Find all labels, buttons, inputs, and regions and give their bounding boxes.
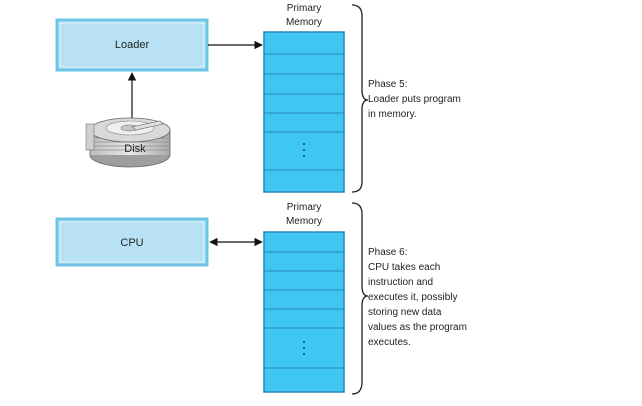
phase6-group: CPU Primary Memory Phase 6: CPU takes ea… (55, 202, 467, 395)
loader-box: Loader (55, 18, 209, 72)
phase6-brace (351, 202, 369, 395)
disk-icon: Disk (85, 117, 171, 168)
ellipsis-icon (303, 341, 305, 355)
loader-label: Loader (115, 39, 150, 51)
primary-memory-column (263, 231, 345, 393)
phase5-group: Loader Disk Primary Memory (55, 3, 461, 193)
phase5-desc-line1: Loader puts program (368, 94, 461, 105)
disk-label: Disk (124, 143, 146, 155)
cpu-box: CPU (55, 217, 209, 267)
memory-label-line1: Primary (287, 3, 321, 14)
memory-label-line1: Primary (287, 202, 321, 213)
phase6-desc-line4: storing new data (368, 307, 442, 318)
phase6-desc-line1: CPU takes each (368, 262, 440, 273)
memory-label-line2: Memory (286, 216, 322, 227)
phase6-title: Phase 6: (368, 247, 407, 258)
phase6-desc-line3: executes it, possibly (368, 292, 458, 303)
phase5-title: Phase 5: (368, 79, 407, 90)
primary-memory-column (263, 31, 345, 193)
phase5-brace (351, 4, 369, 193)
cpu-label: CPU (120, 237, 143, 249)
phase6-desc-line5: values as the program (368, 322, 467, 333)
phase5-desc-line2: in memory. (368, 109, 417, 120)
ellipsis-icon (303, 143, 305, 157)
phase6-desc-line2: instruction and (368, 277, 433, 288)
phase6-desc-line6: executes. (368, 337, 411, 348)
memory-label-line2: Memory (286, 17, 322, 28)
